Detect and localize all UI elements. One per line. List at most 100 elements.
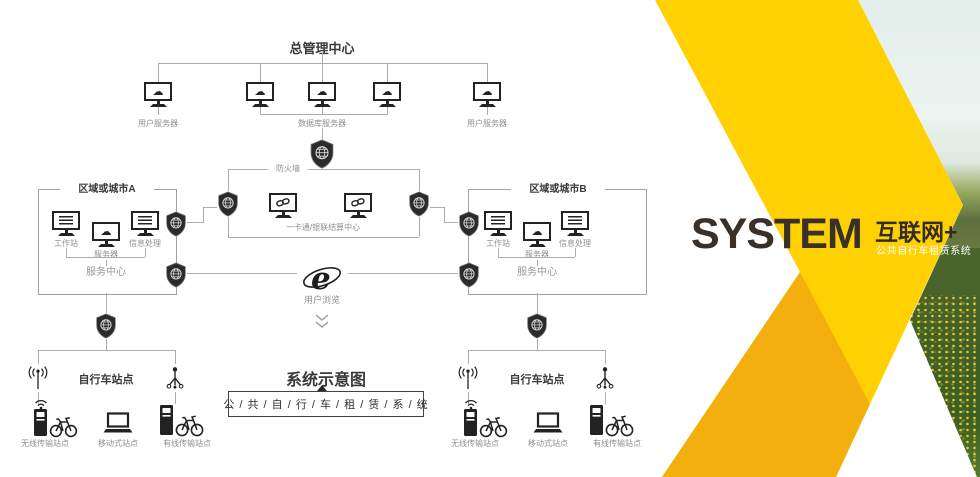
connector-line [444,222,458,223]
wireless-station-label: 无线传输站点 [21,439,69,448]
wired-station-label: 有线传输站点 [163,439,211,448]
server-monitor-icon: ☁ [473,82,501,107]
connector-line [322,53,323,63]
workstation-monitor-icon [484,211,512,236]
connector-line [387,107,388,115]
connector-line [430,207,444,208]
settlement-monitor-icon [344,193,372,218]
mobile-station-laptop-icon [533,412,563,434]
connector-line [498,257,575,258]
brand-word: SYSTEM [691,210,863,258]
wireless-station-kiosk-icon [462,398,508,438]
info-processing-label: 信息处理 [559,239,591,248]
connector-line [487,107,488,115]
security-shield-icon [165,262,187,288]
brand-headline: 互联网+ [875,219,958,245]
connector-line [203,207,204,223]
server-label: 服务器 [94,250,118,259]
connector-line [228,169,229,191]
connector-line [605,350,606,364]
connector-line [419,169,420,191]
server-monitor-icon: ☁ [92,222,120,247]
connector-line [228,237,419,238]
security-shield-icon [408,191,430,217]
connector-line [175,392,176,404]
wireless-station-label: 无线传输站点 [451,439,499,448]
connector-line [322,63,323,82]
region-b-title: 区域或城市B [511,184,605,195]
connector-line [260,114,387,115]
connector-line [498,248,499,257]
settlement-center-label: 一卡通/银联结算中心 [253,223,393,233]
bike-station-title: 自行车站点 [78,374,134,386]
user-server-label: 用户服务器 [138,119,178,128]
security-shield-icon [458,262,480,288]
internet-explorer-icon [300,261,344,295]
chevron-down-icon [314,314,330,328]
user-browse-label: 用户浏览 [303,295,340,305]
connector-line [322,107,323,115]
wireless-station-kiosk-icon [32,398,78,438]
connector-line [537,293,538,313]
wired-station-kiosk-icon [158,403,204,437]
workstation-label: 工作站 [486,239,510,248]
server-label: 服务器 [525,250,549,259]
security-shield-icon [526,313,548,339]
server-monitor-icon: ☁ [246,82,274,107]
connector-line [468,350,605,351]
connector-line [487,63,488,82]
region-a-title: 区域或城市A [60,184,154,195]
brand-tagline: 公共自行车租赁系统 [876,246,972,257]
connector-line [187,222,203,223]
connector-line [348,273,458,274]
connector-line [537,260,538,266]
server-monitor-icon: ☁ [373,82,401,107]
settlement-monitor-icon [269,193,297,218]
connector-line [575,248,576,257]
workstation-label: 工作站 [54,239,78,248]
wired-station-label: 有线传输站点 [593,439,641,448]
service-center-label: 服务中心 [517,267,557,278]
connector-line [203,207,217,208]
connector-line [38,350,175,351]
connector-line [187,273,297,274]
connector-line [605,392,606,404]
connector-line [106,293,107,313]
connector-line [175,350,176,364]
connector-line [419,217,420,237]
server-monitor-icon: ☁ [144,82,172,107]
caret-up-icon [317,385,327,391]
info-monitor-icon [561,211,589,236]
connector-line [260,63,261,82]
mobile-station-label: 移动式站点 [98,439,138,448]
connector-line [38,392,39,404]
bike-rack-icon [164,366,186,390]
info-processing-label: 信息处理 [129,239,161,248]
database-server-label: 数据库服务器 [298,119,346,128]
server-monitor-icon: ☁ [523,222,551,247]
connector-line [38,350,39,364]
connector-line [537,339,538,350]
security-shield-icon [95,313,117,339]
mobile-station-laptop-icon [103,412,133,434]
connector-line [228,217,229,237]
schematic-banner: 公 / 共 / 自 / 行 / 车 / 租 / 赁 / 系 / 统 [223,391,428,417]
connector-line [260,107,261,115]
firewall-shield-icon [309,139,335,169]
mobile-station-label: 移动式站点 [528,439,568,448]
connector-line [106,339,107,350]
yellow-chevron-shape [655,0,963,477]
firewall-label: 防火墙 [268,164,308,174]
info-monitor-icon [131,211,159,236]
headquarters-title: 总管理中心 [289,41,355,56]
connector-line [145,248,146,257]
wired-station-kiosk-icon [588,403,634,437]
service-center-label: 服务中心 [86,267,126,278]
wireless-antenna-icon [457,366,479,390]
wireless-antenna-icon [27,366,49,390]
connector-line [468,350,469,364]
connector-line [66,257,145,258]
connector-line [228,169,419,170]
connector-line [158,107,159,115]
